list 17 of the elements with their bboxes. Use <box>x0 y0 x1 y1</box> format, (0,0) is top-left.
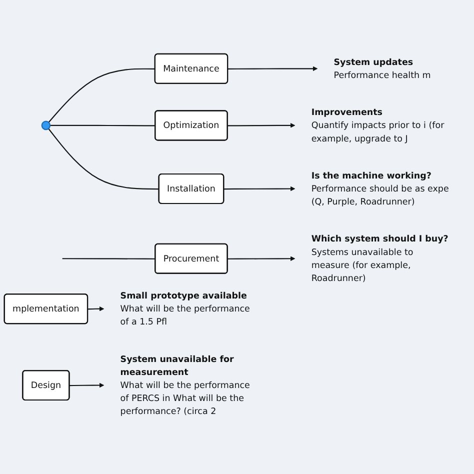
node-text: Which system should I buy? Systems unavailable to measure (for example, Roadrunner) <box>311 234 448 284</box>
arrow <box>228 123 296 128</box>
node-text: Is the machine working? Performance should be as expe (Q, Purple, Roadrunner) <box>311 170 449 207</box>
arrow <box>69 383 104 388</box>
arrow <box>224 186 296 192</box>
connector <box>48 68 156 123</box>
connector <box>48 128 160 190</box>
node-text: Small prototype available What will be the performance of a 1.5 Pfl <box>120 290 250 328</box>
node-circle <box>41 121 51 130</box>
connector <box>62 258 156 260</box>
connector <box>50 125 156 126</box>
arrow <box>228 66 318 72</box>
arrow <box>88 306 104 312</box>
node-text: Improvements Quantify impacts prior to i (for example, upgrade to J <box>311 107 444 144</box>
arrow <box>228 256 296 262</box>
node-text: System unavailable for measurement What will be the performance of PERCS in What will be the performance? (circa 2 <box>120 354 250 417</box>
node-text: System updates Performance health m <box>334 56 431 80</box>
